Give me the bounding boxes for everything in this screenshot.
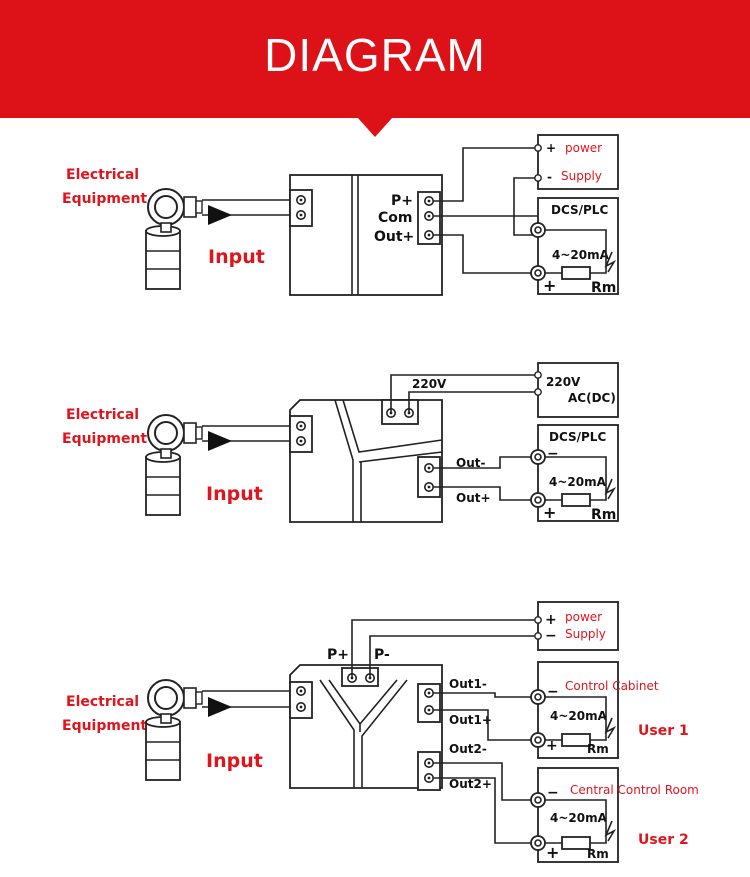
input-terminal-block	[289, 189, 313, 227]
input-label: Input	[206, 750, 263, 772]
terminal-label-p-minus: P-	[374, 647, 390, 663]
room-current-label: 4~20mA	[550, 811, 608, 825]
terminal-label-out1-minus: Out1-	[449, 677, 487, 691]
supply-minus-sign: -	[547, 170, 552, 184]
current-flow-icon	[604, 820, 617, 842]
cabinet-label: Control Cabinet	[565, 679, 659, 693]
plc-plus-sign: +	[543, 503, 556, 522]
plc-title: DCS/PLC	[551, 203, 608, 217]
plc-plus-sign: +	[543, 276, 556, 295]
terminal-label-p-plus: P+	[327, 647, 349, 663]
page-title: DIAGRAM	[264, 29, 486, 81]
terminal-label-out2-plus: Out2+	[449, 777, 492, 791]
transmitter-module	[289, 174, 443, 296]
plc-rm-label: Rm	[591, 280, 616, 296]
cabinet-minus-sign: −	[547, 684, 559, 700]
room-rm-label: Rm	[587, 847, 609, 861]
power-supply-box	[537, 134, 619, 190]
current-flow-icon	[604, 251, 617, 273]
terminal-label-com: Com	[378, 210, 412, 226]
power-supply-box	[537, 601, 619, 651]
output2-terminal-block	[417, 751, 441, 791]
plc-current-label: 4~20mA	[552, 248, 610, 262]
terminal-label-out1-plus: Out1+	[449, 713, 492, 727]
supply-supply-label: Supply	[565, 627, 606, 641]
resistor-rm	[561, 493, 591, 507]
voltage-label: 220V	[412, 377, 447, 391]
pressure-sensor-icon	[145, 679, 203, 781]
cabinet-current-label: 4~20mA	[550, 709, 608, 723]
room-minus-sign: −	[547, 785, 559, 801]
resistor-rm	[561, 733, 591, 747]
terminal-label-p-plus: P+	[391, 193, 413, 209]
resistor-rm	[561, 836, 591, 850]
banner-pointer	[357, 117, 393, 137]
supply-plus-sign: +	[546, 141, 556, 155]
signal-arrow-icon	[208, 205, 232, 225]
input-label: Input	[208, 246, 265, 268]
supply-plus-sign: +	[545, 612, 557, 628]
power-voltage-label: 220V	[546, 375, 581, 389]
terminal-label-out-minus: Out-	[456, 456, 485, 470]
pressure-sensor-icon	[145, 188, 203, 290]
signal-arrow-icon	[208, 697, 232, 717]
equipment-label-line1: Electrical	[66, 167, 139, 183]
supply-supply-label: Supply	[561, 169, 602, 183]
input-label: Input	[206, 483, 263, 505]
plc-title: DCS/PLC	[549, 430, 606, 444]
diagram-3: Electrical Equipment Input P+ P- Out1-	[62, 601, 699, 863]
supply-minus-sign: −	[545, 628, 557, 644]
terminal-label-out2-minus: Out2-	[449, 742, 487, 756]
room-plus-sign: +	[546, 843, 559, 862]
plc-minus-sign: −	[547, 446, 559, 462]
current-flow-icon	[604, 478, 617, 500]
equipment-label-line2: Equipment	[62, 431, 147, 447]
cabinet-plus-sign: +	[546, 738, 558, 754]
cabinet-rm-label: Rm	[587, 742, 609, 756]
supply-power-label: power	[565, 610, 602, 624]
terminal-label-out-plus: Out+	[456, 491, 491, 505]
equipment-label-line1: Electrical	[66, 407, 139, 423]
plc-current-label: 4~20mA	[549, 475, 607, 489]
pressure-sensor-icon	[145, 414, 203, 516]
user2-label: User 2	[638, 832, 689, 848]
diagram-2: Electrical Equipment Input 220V Out- Out…	[62, 362, 619, 523]
supply-power-label: power	[565, 141, 602, 155]
terminal-label-out-plus: Out+	[374, 229, 414, 245]
equipment-label-line2: Equipment	[62, 718, 147, 734]
ac-dc-power-box	[537, 362, 619, 418]
resistor-rm	[561, 266, 591, 280]
diagram-1: Electrical Equipment Input P+ Com Out+	[62, 134, 619, 296]
user1-label: User 1	[638, 723, 689, 739]
equipment-label-line1: Electrical	[66, 694, 139, 710]
signal-arrow-icon	[208, 431, 232, 451]
room-label: Central Control Room	[570, 783, 699, 797]
power-type-label: AC(DC)	[568, 391, 616, 405]
dual-output-module	[289, 664, 443, 789]
plc-rm-label: Rm	[591, 507, 616, 523]
current-flow-icon	[604, 717, 617, 739]
header-banner: DIAGRAM	[0, 0, 750, 118]
equipment-label-line2: Equipment	[62, 191, 147, 207]
